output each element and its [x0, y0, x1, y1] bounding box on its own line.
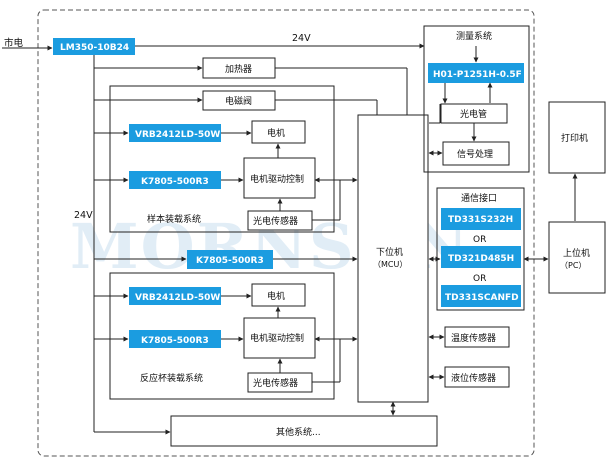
- or1-label: OR: [473, 235, 486, 245]
- motor1-box: [251, 120, 306, 144]
- motor-drive2-label: 电机驱动控制: [250, 332, 304, 344]
- voltage-24v-top: 24V: [292, 33, 311, 44]
- td485-box: [441, 246, 521, 268]
- vrb2-label: VRB2412LD-50W: [135, 293, 220, 303]
- psu-main-box: [53, 38, 135, 55]
- heater-label: 加热器: [225, 63, 252, 75]
- valve-label: 电磁阀: [225, 95, 252, 107]
- comm-box: [436, 187, 525, 311]
- reaction-system-label: 反应杯装载系统: [140, 372, 203, 384]
- photo2-label: 光电传感器: [253, 377, 298, 389]
- vrb1-box: [129, 124, 221, 142]
- h01-label: H01-P1251H-0.5F: [433, 70, 522, 80]
- printer-label: 打印机: [561, 132, 588, 144]
- system-boundary: [37, 9, 535, 457]
- motor1-label: 电机: [267, 127, 285, 139]
- pc-box: [548, 221, 606, 294]
- tdcan-box: [441, 285, 521, 307]
- k7805-1-label: K7805-500R3: [141, 177, 209, 187]
- voltage-24v-left: 24V: [74, 210, 93, 221]
- k7805-2-box: [129, 330, 221, 348]
- signal-proc-label: 信号处理: [457, 148, 493, 160]
- motor2-box: [251, 283, 306, 307]
- h01-box: [428, 63, 524, 83]
- vrb1-label: VRB2412LD-50W: [135, 130, 220, 140]
- psu-main-label: LM350-10B24: [60, 43, 129, 53]
- k7805-mid-box: [187, 250, 273, 269]
- measure-system-label: 测量系统: [456, 30, 492, 42]
- motor-drive1-label: 电机驱动控制: [250, 173, 304, 185]
- sample-system-label: 样本装载系统: [147, 213, 201, 225]
- printer-box: [548, 101, 606, 174]
- photo1-label: 光电传感器: [253, 215, 298, 227]
- k7805-2-label: K7805-500R3: [141, 336, 209, 346]
- td232-label: TD331S232H: [448, 215, 513, 225]
- tdcan-label: TD331SCANFD: [445, 293, 519, 303]
- level-sensor-box: [444, 366, 510, 388]
- mcu-label-1: 下位机: [376, 246, 403, 258]
- other-systems-box: [170, 415, 438, 447]
- mains-label: 市电: [4, 37, 24, 49]
- level-sensor-label: 液位传感器: [451, 372, 496, 384]
- temp-sensor-label: 温度传感器: [451, 332, 496, 344]
- vrb2-box: [129, 287, 221, 305]
- k7805-mid-label: K7805-500R3: [196, 256, 264, 266]
- td485-label: TD321D485H: [448, 254, 514, 264]
- td232-box: [441, 208, 521, 230]
- pc-label-1: 上位机: [563, 247, 590, 259]
- measure-system-box: [423, 25, 530, 173]
- motor2-label: 电机: [267, 290, 285, 302]
- k7805-1-box: [129, 171, 221, 189]
- photomultiplier-label: 光电管: [460, 108, 487, 120]
- or2-label: OR: [473, 274, 486, 284]
- reaction-system-box: [109, 272, 335, 400]
- temp-sensor-box: [444, 326, 510, 348]
- comm-title: 通信接口: [461, 192, 497, 204]
- mcu-box: [357, 114, 429, 403]
- sample-system-box: [109, 85, 335, 233]
- mcu-label-2: （MCU）: [373, 260, 407, 269]
- signal-proc-box: [442, 141, 510, 166]
- other-systems-label: 其他系统...: [276, 426, 321, 438]
- pc-label-2: （PC）: [560, 261, 586, 270]
